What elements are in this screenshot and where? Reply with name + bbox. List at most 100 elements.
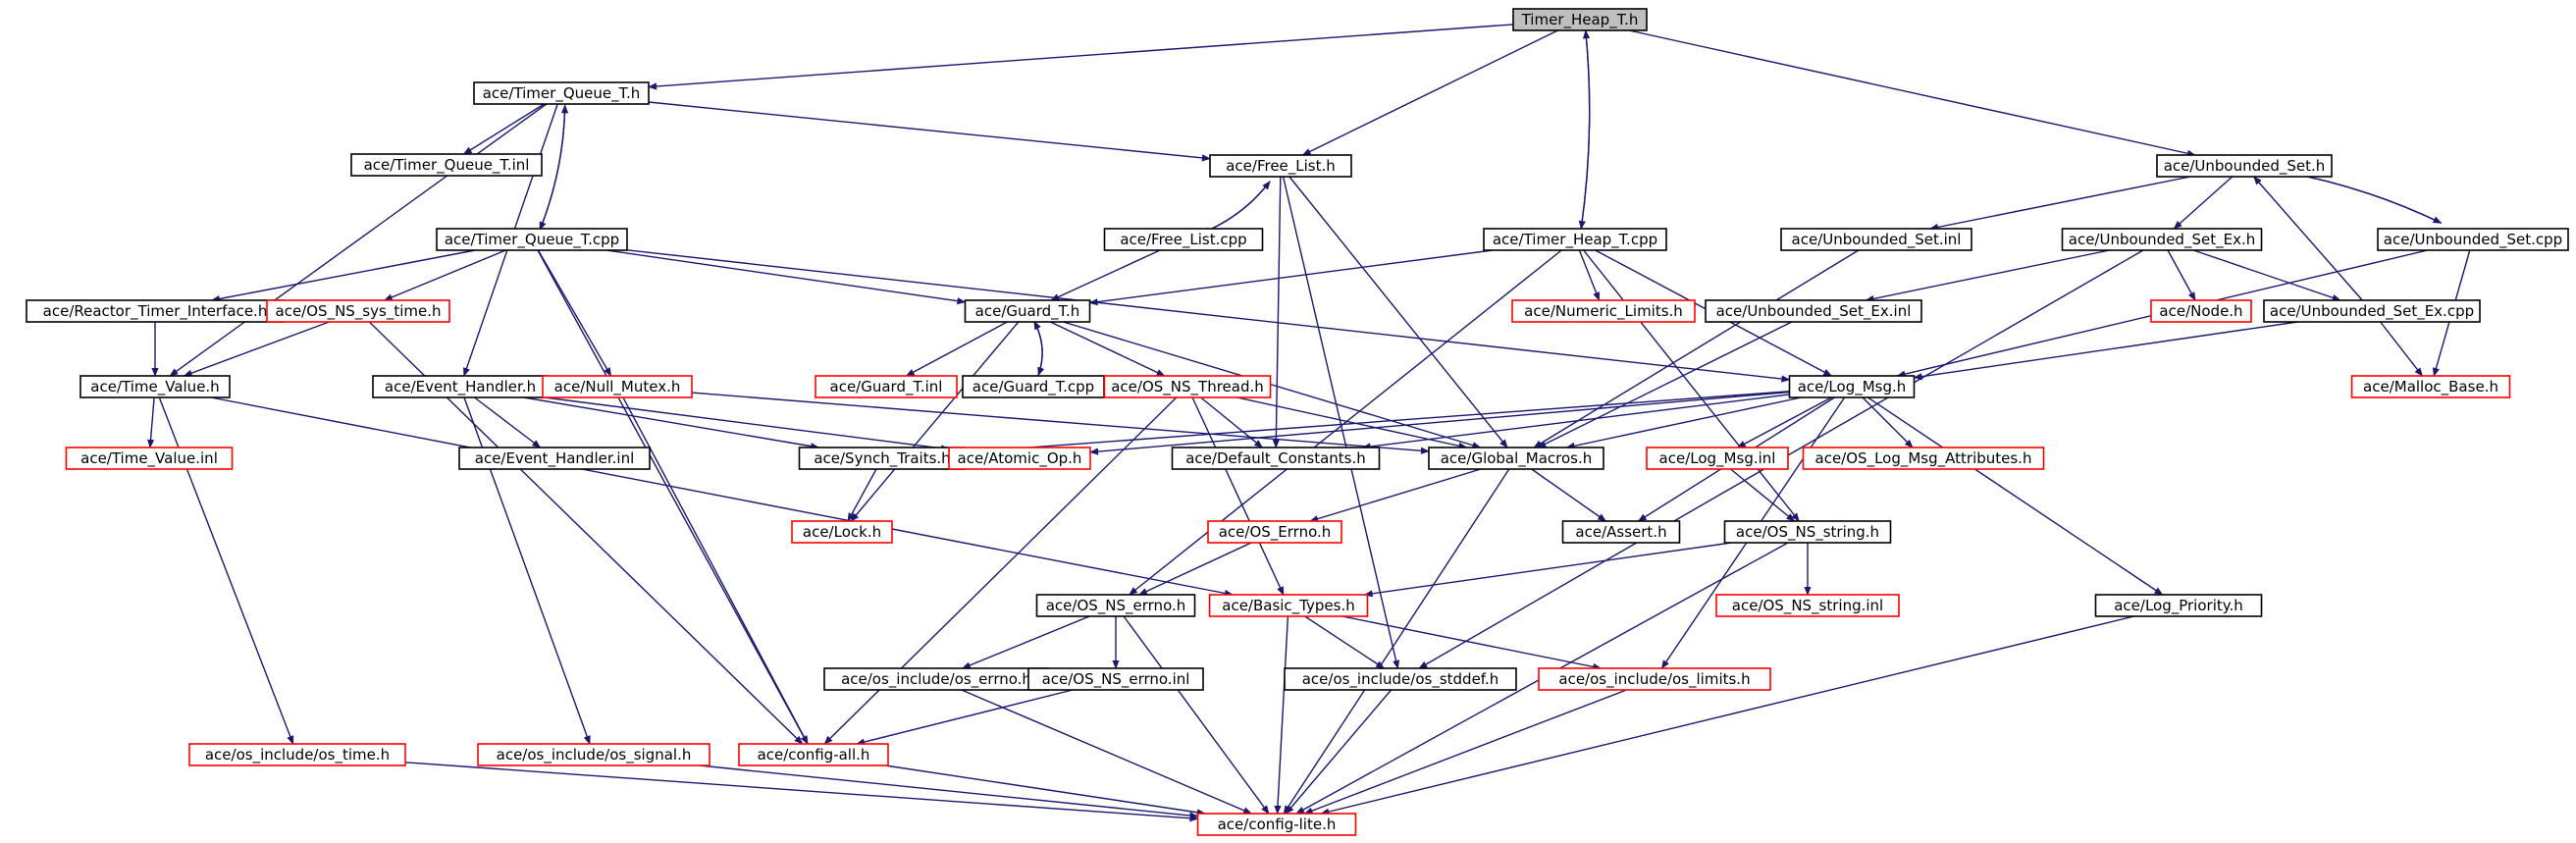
node-reactor-timer[interactable]: ace/Reactor_Timer_Interface.h <box>26 299 285 323</box>
edge-synch_traits-to-lock_h <box>847 468 877 522</box>
node-label: ace/Timer_Queue_T.inl <box>364 156 530 175</box>
edge-event_handler_h-to-event_handler_inl <box>474 396 542 448</box>
node-box <box>1705 299 1922 323</box>
edge-free_list_cpp-to-free_list_h <box>1200 181 1271 235</box>
edge-unbounded_set_ex_inl-to-global_macros <box>1537 321 1793 448</box>
edge-unbounded_set_ex_cpp-to-unbounded_set_h <box>2253 176 2363 301</box>
edge-timer_heap_h-to-free_list_h <box>1301 29 1558 156</box>
node-box <box>1511 299 1696 323</box>
node-unbounded-set-cpp[interactable]: ace/Unbounded_Set.cpp <box>2377 228 2569 251</box>
node-guard-inl[interactable]: ace/Guard_T.inl <box>815 375 958 398</box>
edge-os_ns_thread-to-default_constants <box>1200 396 1264 448</box>
node-unbounded-set-h[interactable]: ace/Unbounded_Set.h <box>2156 154 2333 178</box>
node-assert-h[interactable]: ace/Assert.h <box>1561 520 1681 544</box>
node-config-all[interactable]: ace/config-all.h <box>738 743 889 766</box>
edge-unbounded_set_ex_cpp-to-malloc_base <box>2380 321 2423 377</box>
edge-timer_heap_h-to-unbounded_set_h <box>1628 29 2196 157</box>
node-free-list-h[interactable]: ace/Free_List.h <box>1209 154 1352 178</box>
node-guard-h[interactable]: ace/Guard_T.h <box>964 299 1091 323</box>
edge-guard_h-to-os_ns_thread <box>1050 321 1166 377</box>
node-box <box>1027 667 1204 691</box>
node-os-ns-thread[interactable]: ace/OS_NS_Thread.h <box>1103 375 1272 398</box>
node-free-list-cpp[interactable]: ace/Free_List.cpp <box>1103 228 1264 251</box>
node-os-ns-string-inl[interactable]: ace/OS_NS_string.inl <box>1715 594 1900 617</box>
node-box <box>188 743 406 766</box>
node-box <box>1723 520 1892 544</box>
edge-unbounded_set_ex_h-to-unbounded_set_ex_cpp <box>2192 249 2341 301</box>
edge-free_list_h-to-free_list_cpp <box>1200 181 1271 235</box>
node-os-log-msg-attr[interactable]: ace/OS_Log_Msg_Attributes.h <box>1802 447 2045 470</box>
node-malloc-base[interactable]: ace/Malloc_Base.h <box>2350 375 2511 398</box>
node-timer-queue-inl[interactable]: ace/Timer_Queue_T.inl <box>350 153 543 177</box>
edge-free_list_h-to-os_include_stddef <box>1282 176 1400 669</box>
node-timer-queue-h[interactable]: ace/Timer_Queue_T.h <box>473 81 650 105</box>
node-unbounded-set-inl[interactable]: ace/Unbounded_Set.inl <box>1780 228 1972 251</box>
node-label: ace/Log_Msg.h <box>1798 378 1907 396</box>
node-log-priority[interactable]: ace/Log_Priority.h <box>2094 594 2263 617</box>
node-os-errno[interactable]: ace/OS_Errno.h <box>1207 520 1342 544</box>
node-log-msg-h[interactable]: ace/Log_Msg.h <box>1788 375 1916 398</box>
node-os-ns-errno-inl[interactable]: ace/OS_NS_errno.inl <box>1027 667 1204 691</box>
node-time-value-inl[interactable]: ace/Time_Value.inl <box>65 447 234 470</box>
node-timer-heap-h: Timer_Heap_T.h <box>1512 8 1648 31</box>
node-box <box>350 153 543 177</box>
node-box <box>266 299 450 323</box>
node-box <box>1103 375 1272 398</box>
node-label: ace/Guard_T.h <box>975 302 1080 321</box>
node-box <box>473 81 650 105</box>
edge-os_ns_thread-to-basic_types <box>1191 396 1285 596</box>
node-synch-traits[interactable]: ace/Synch_Traits.h <box>798 447 967 470</box>
node-box <box>542 375 693 398</box>
node-config-lite[interactable]: ace/config-lite.h <box>1196 813 1357 836</box>
node-os-include-signal[interactable]: ace/os_include/os_signal.h <box>477 743 710 766</box>
node-null-mutex[interactable]: ace/Null_Mutex.h <box>542 375 693 398</box>
node-global-macros[interactable]: ace/Global_Macros.h <box>1428 447 1604 470</box>
node-time-value-h[interactable]: ace/Time_Value.h <box>79 375 231 398</box>
node-unbounded-set-ex-cpp[interactable]: ace/Unbounded_Set_Ex.cpp <box>2263 299 2481 323</box>
node-os-ns-errno-h[interactable]: ace/OS_NS_errno.h <box>1035 594 1196 617</box>
node-os-include-time[interactable]: ace/os_include/os_time.h <box>188 743 406 766</box>
node-log-msg-inl[interactable]: ace/Log_Msg.inl <box>1646 447 1789 470</box>
node-unbounded-set-ex-h[interactable]: ace/Unbounded_Set_Ex.h <box>2061 228 2263 251</box>
node-guard-cpp[interactable]: ace/Guard_T.cpp <box>962 375 1105 398</box>
edge-log_msg_h-to-log_msg_inl <box>1736 396 1832 448</box>
node-basic-types[interactable]: ace/Basic_Types.h <box>1208 594 1369 617</box>
edge-log_msg_h-to-global_macros <box>1565 396 1802 449</box>
node-box <box>815 375 958 398</box>
node-timer-heap-cpp[interactable]: ace/Timer_Heap_T.cpp <box>1483 228 1667 251</box>
edge-os_ns_thread-to-config_all <box>823 396 1178 745</box>
edge-timer_queue_cpp-to-config_all <box>537 249 809 745</box>
node-os-ns-string-h[interactable]: ace/OS_NS_string.h <box>1723 520 1892 544</box>
node-atomic-op[interactable]: ace/Atomic_Op.h <box>948 447 1091 470</box>
edge-log_msg_h-to-default_constants <box>1361 394 1790 450</box>
node-label: ace/OS_NS_errno.h <box>1046 597 1186 615</box>
edge-os_include_time-to-config_lite <box>404 762 1199 822</box>
node-label: ace/Atomic_Op.h <box>958 449 1082 468</box>
node-box <box>2263 299 2481 323</box>
node-label: ace/os_include/os_stddef.h <box>1302 670 1499 689</box>
node-os-include-limits[interactable]: ace/os_include/os_limits.h <box>1538 667 1771 691</box>
node-lock-h[interactable]: ace/Lock.h <box>791 520 893 544</box>
node-label: ace/Timer_Queue_T.cpp <box>445 231 619 249</box>
edge-unbounded_set_h-to-unbounded_set_inl <box>1929 176 2191 231</box>
node-label: ace/Log_Msg.inl <box>1659 449 1776 468</box>
node-numeric-limits[interactable]: ace/Numeric_Limits.h <box>1511 299 1696 323</box>
edge-free_list_h-to-default_constants <box>1272 176 1282 448</box>
edge-basic_types-to-config_lite <box>1274 615 1289 815</box>
node-os-include-stddef[interactable]: ace/os_include/os_stddef.h <box>1284 667 1517 691</box>
edge-os_ns_errno_h-to-config_lite <box>1123 615 1270 815</box>
node-event-handler-h[interactable]: ace/Event_Handler.h <box>372 375 549 398</box>
edge-null_mutex-to-config_all <box>622 396 809 745</box>
node-box <box>1780 228 1972 251</box>
node-box <box>1561 520 1681 544</box>
node-timer-queue-cpp[interactable]: ace/Timer_Queue_T.cpp <box>436 228 628 251</box>
node-label: ace/Free_List.cpp <box>1120 231 1246 249</box>
node-event-handler-inl[interactable]: ace/Event_Handler.inl <box>458 447 651 470</box>
edge-unbounded_set_ex_h-to-node_h <box>2167 249 2196 301</box>
node-os-include-errno[interactable]: ace/os_include/os_errno.h <box>823 667 1049 691</box>
node-unbounded-set-ex-inl[interactable]: ace/Unbounded_Set_Ex.inl <box>1705 299 1922 323</box>
node-default-constants[interactable]: ace/Default_Constants.h <box>1171 447 1381 470</box>
node-node-h[interactable]: ace/Node.h <box>2150 299 2252 323</box>
node-os-ns-sys-time[interactable]: ace/OS_NS_sys_time.h <box>266 299 450 323</box>
node-label: ace/Timer_Queue_T.h <box>483 84 641 103</box>
